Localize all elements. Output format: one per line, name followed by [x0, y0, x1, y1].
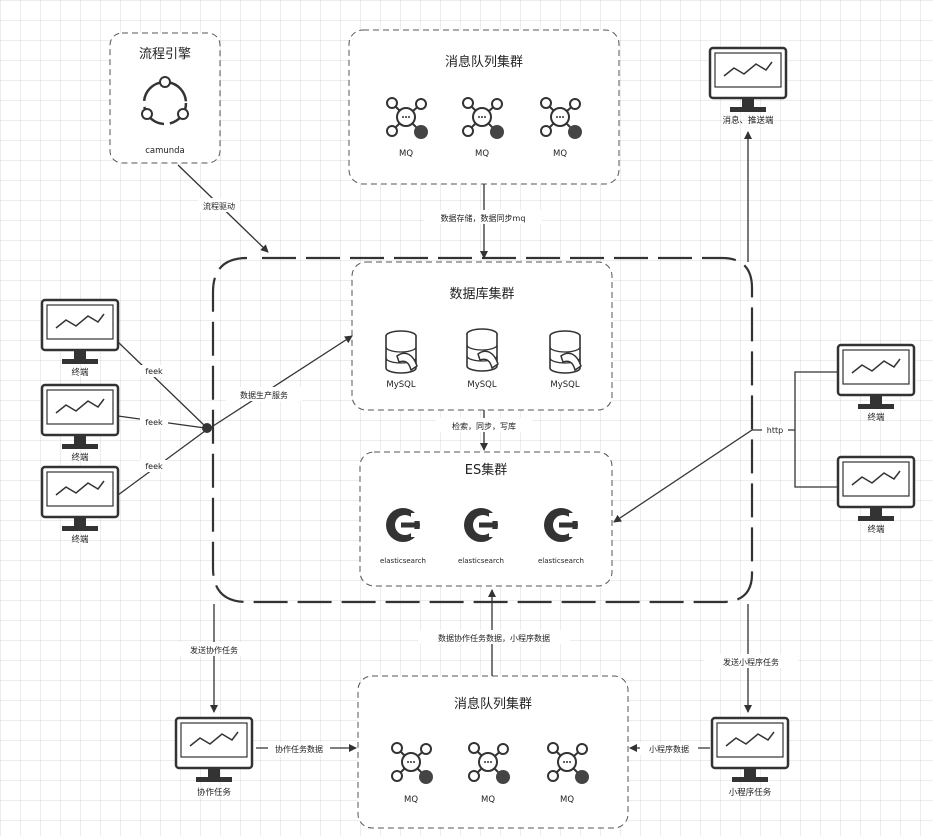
right-client-2-icon[interactable] [838, 457, 914, 521]
edge-label-mini-mq: 小程序数据 [649, 744, 689, 754]
mysql-1-label: MySQL [386, 380, 415, 390]
edge-right-bracket [795, 372, 838, 487]
mq-top-3-label: MQ [553, 149, 567, 159]
edge-label-mq-db: 数据存储，数据同步mq [441, 213, 526, 223]
es-cluster-title: ES集群 [465, 462, 507, 478]
left-client-3-icon[interactable] [42, 467, 118, 531]
edge-label-coop-mq: 协作任务数据 [275, 744, 323, 754]
elasticsearch-2-icon [464, 508, 501, 542]
edge-label-engine: 流程驱动 [203, 201, 235, 211]
workflow-engine-title: 流程引擎 [139, 47, 191, 62]
mq-top-1-label: MQ [399, 149, 413, 159]
db-cluster-title: 数据库集群 [449, 286, 514, 302]
mq-bottom-3-label: MQ [560, 795, 574, 805]
left-client-2-label: 终端 [71, 452, 89, 463]
mysql-1-icon [386, 331, 417, 373]
top-right-client-label: 消息、推送端 [722, 115, 774, 126]
right-client-1-label: 终端 [867, 412, 885, 423]
mysql-3-icon [550, 331, 581, 373]
mysql-3-label: MySQL [550, 380, 579, 390]
edge-label-core-coop: 发送协作任务 [190, 645, 238, 655]
left-client-1-icon[interactable] [42, 300, 118, 364]
mq-cluster-bottom-title: 消息队列集群 [454, 696, 532, 712]
edge-client1-to-hub [118, 342, 205, 426]
edge-hub-to-db [210, 336, 352, 428]
edge-label-clients-db: 数据生产服务 [240, 390, 288, 400]
mq-top-2-label: MQ [475, 149, 489, 159]
right-client-2-label: 终端 [867, 524, 885, 535]
top-right-client-icon[interactable] [710, 48, 786, 112]
left-client-2-icon[interactable] [42, 385, 118, 449]
coop-task-label: 协作任务 [197, 787, 232, 798]
elasticsearch-3-icon [544, 508, 581, 542]
edge-http-to-es [614, 430, 752, 522]
elasticsearch-2-label: elasticsearch [458, 557, 504, 565]
mysql-2-icon [467, 329, 498, 371]
mini-program-task-label: 小程序任务 [729, 787, 772, 798]
mq-bottom-1-label: MQ [404, 795, 418, 805]
left-client-3-label: 终端 [71, 534, 89, 545]
coop-task-icon[interactable] [176, 718, 252, 782]
elasticsearch-3-label: elasticsearch [538, 557, 584, 565]
edge-label-link-1: feek [145, 367, 163, 376]
mysql-2-label: MySQL [467, 380, 496, 390]
edge-label-mq-es: 数据协作任务数据，小程序数据 [438, 633, 550, 643]
edge-label-link-3: feek [145, 462, 163, 471]
elasticsearch-1-label: elasticsearch [380, 557, 426, 565]
gateway-hub [202, 423, 212, 433]
mq-cluster-top-title: 消息队列集群 [445, 54, 523, 70]
mini-program-task-icon[interactable] [712, 718, 788, 782]
edge-label-core-mini: 发送小程序任务 [723, 657, 779, 667]
left-client-1-label: 终端 [71, 367, 89, 378]
mq-bottom-2-label: MQ [481, 795, 495, 805]
elasticsearch-1-icon [386, 508, 423, 542]
edge-label-db-es: 检索，同步，写库 [452, 421, 516, 431]
right-client-1-icon[interactable] [838, 345, 914, 409]
camunda-label: camunda [145, 146, 185, 156]
edge-label-http: http [767, 426, 783, 435]
edge-label-link-2: feek [145, 418, 163, 427]
